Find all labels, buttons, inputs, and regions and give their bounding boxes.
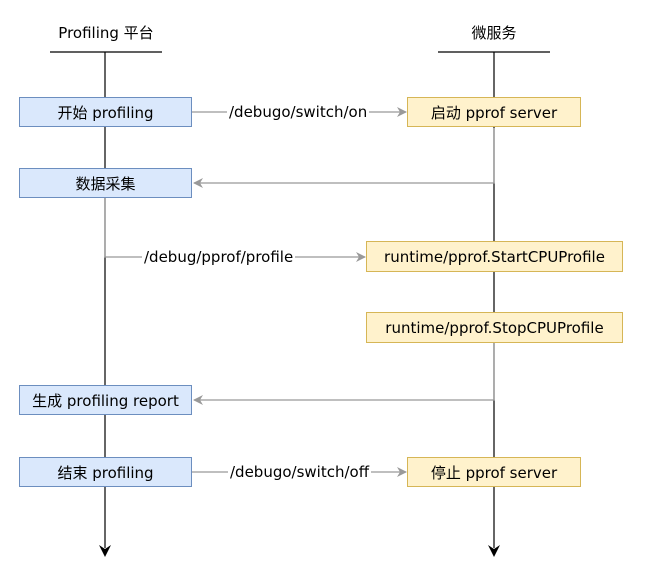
start-profiling-box: 开始 profiling <box>19 97 192 127</box>
data-collect-box: 数据采集 <box>19 168 192 198</box>
arrow-server-to-collect <box>193 128 495 188</box>
generate-report-label: 生成 profiling report <box>32 391 179 410</box>
start-pprof-server-box: 启动 pprof server <box>407 97 581 127</box>
generate-report-box: 生成 profiling report <box>19 385 192 415</box>
right-lifeline-arrowhead <box>488 545 500 557</box>
start-cpu-profile-box: runtime/pprof.StartCPUProfile <box>366 241 623 272</box>
platform-lane-title: Profiling 平台 <box>58 24 154 42</box>
profile-edge-label: /debug/pprof/profile <box>142 248 296 266</box>
stop-cpu-profile-label: runtime/pprof.StopCPUProfile <box>385 318 604 337</box>
switch-on-edge-label: /debugo/switch/on <box>227 103 370 121</box>
start-profiling-label: 开始 profiling <box>57 103 154 122</box>
end-profiling-box: 结束 profiling <box>19 457 192 487</box>
start-pprof-server-label: 启动 pprof server <box>430 103 558 122</box>
switch-off-edge-label: /debugo/switch/off <box>228 463 372 481</box>
start-cpu-profile-label: runtime/pprof.StartCPUProfile <box>384 247 605 266</box>
stop-pprof-server-box: 停止 pprof server <box>407 457 581 487</box>
arrow-stopcpu-to-report <box>193 343 495 405</box>
left-lifeline-arrowhead <box>99 545 111 557</box>
stop-cpu-profile-box: runtime/pprof.StopCPUProfile <box>366 312 623 343</box>
stop-pprof-server-label: 停止 pprof server <box>430 463 558 482</box>
service-lane-title: 微服务 <box>471 24 517 42</box>
end-profiling-label: 结束 profiling <box>57 463 154 482</box>
data-collect-label: 数据采集 <box>75 174 136 193</box>
